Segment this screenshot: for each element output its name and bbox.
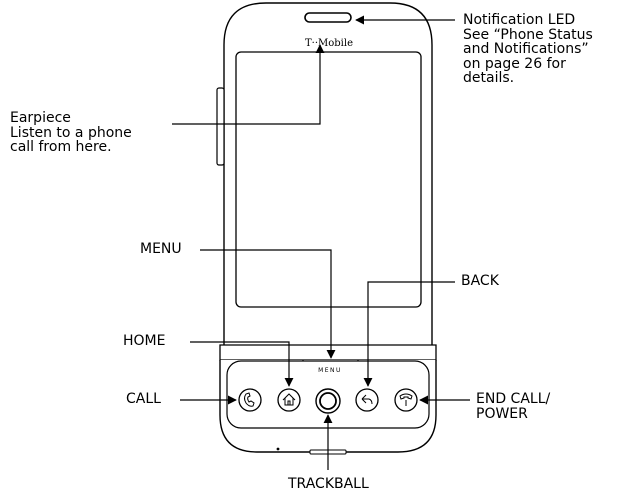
menu-key-label: MENU — [318, 367, 342, 374]
home-callout-line — [190, 341, 294, 387]
earpiece-line-1: Earpiece — [10, 110, 71, 126]
notification-led-line-3: and Notifications” — [463, 41, 589, 57]
trackball-label: TRACKBALL — [288, 477, 369, 492]
trackball-label-text: TRACKBALL — [288, 476, 369, 492]
notification-led-line-1: Notification LED — [463, 12, 576, 28]
call-button — [238, 388, 262, 412]
house-icon — [282, 393, 296, 406]
end-call-label: END CALL/ POWER — [476, 392, 550, 421]
call-label-text: CALL — [126, 391, 161, 407]
microphone-hole — [276, 447, 280, 451]
home-label: HOME — [123, 334, 165, 349]
notification-led-line-2: See “Phone Status — [463, 26, 593, 43]
earpiece-line-3: call from here. — [10, 139, 112, 155]
menu-callout-line — [200, 249, 336, 359]
home-label-text: HOME — [123, 333, 166, 349]
back-callout-line — [363, 281, 455, 387]
end-call-line-1: END CALL/ — [476, 391, 551, 407]
notification-led-line-5: details. — [463, 70, 515, 86]
carrier-logo: T··Mobile — [305, 38, 353, 49]
trackball-inner — [319, 392, 337, 410]
notification-led-line-4: on page 26 for — [463, 55, 566, 72]
earpiece-callout-line — [172, 44, 325, 125]
earpiece-label: Earpiece Listen to a phone call from her… — [10, 111, 132, 155]
menu-label: MENU — [140, 242, 182, 257]
earpiece-slot — [304, 12, 352, 23]
screen — [235, 51, 422, 308]
back-label-text: BACK — [461, 273, 499, 289]
back-label: BACK — [461, 274, 499, 289]
phone-chin — [219, 344, 437, 361]
hang-up-phone-icon — [399, 393, 413, 406]
menu-label-text: MENU — [140, 241, 182, 257]
back-arrow-icon — [361, 394, 373, 405]
call-label: CALL — [126, 392, 161, 407]
side-volume-key — [216, 87, 225, 166]
earpiece-line-2: Listen to a phone — [10, 124, 132, 141]
phone-icon — [244, 392, 255, 407]
home-button — [277, 388, 301, 412]
back-button — [355, 388, 379, 412]
notification-led-label: Notification LED See “Phone Status and N… — [463, 13, 593, 86]
end-call-line-2: POWER — [476, 405, 528, 422]
